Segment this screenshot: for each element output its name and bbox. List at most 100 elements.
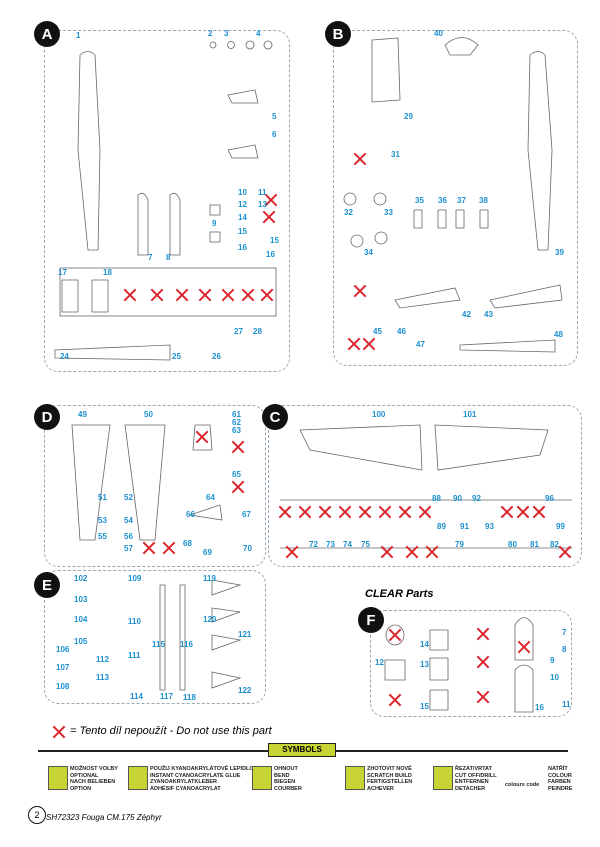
not-used-mark	[425, 545, 439, 559]
part-number: 114	[130, 692, 143, 701]
part-number: 25	[172, 352, 181, 361]
part-number: 45	[373, 327, 382, 336]
sprue-c-badge: C	[262, 404, 288, 430]
part-number: 49	[78, 410, 87, 419]
not-used-mark	[558, 545, 572, 559]
part-number: 12	[375, 658, 384, 667]
part-number: 31	[391, 150, 400, 159]
part-number: 8	[166, 253, 171, 262]
part-number: 18	[103, 268, 112, 277]
long-panel-48	[459, 339, 556, 353]
not-used-mark	[231, 440, 245, 454]
not-used-mark	[405, 545, 419, 559]
not-used-mark	[150, 288, 164, 302]
part-number: 12	[238, 200, 247, 209]
not-used-mark	[358, 505, 372, 519]
not-used-mark	[500, 505, 514, 519]
part-number: 8	[562, 645, 567, 654]
part-number: 50	[144, 410, 153, 419]
part-number: 11	[562, 700, 571, 709]
part-number: 56	[124, 532, 133, 541]
long-panel	[54, 344, 171, 361]
part-number: 93	[485, 522, 494, 531]
part-number: 101	[463, 410, 477, 419]
part-number: 16	[266, 250, 275, 259]
not-used-mark	[362, 337, 376, 351]
part-number: 61	[232, 410, 241, 419]
not-used-mark	[262, 210, 276, 224]
not-used-mark	[221, 288, 235, 302]
footer-title: SH72323 Fouga CM.175 Zéphyr	[46, 813, 162, 822]
part-number: 15	[420, 702, 429, 711]
part-number: 14	[420, 640, 429, 649]
part-number: 79	[455, 540, 464, 549]
part-number: 74	[343, 540, 352, 549]
not-used-mark	[398, 505, 412, 519]
legend-x-icon	[52, 725, 66, 739]
part-number: 7	[148, 253, 153, 262]
part-number: 40	[434, 29, 443, 38]
part-number: 113	[96, 673, 109, 682]
fuselage-half-right	[527, 51, 553, 251]
part-number: 66	[186, 510, 195, 519]
part-number: 118	[183, 693, 196, 702]
part-number: 106	[56, 645, 70, 654]
sprue-d-frame	[44, 405, 266, 567]
part-number: 105	[74, 637, 88, 646]
part-number: 6	[272, 130, 277, 139]
not-used-mark	[231, 480, 245, 494]
not-used-mark	[517, 640, 531, 654]
not-used-mark	[198, 288, 212, 302]
part-number: 28	[253, 327, 262, 336]
not-used-mark	[338, 505, 352, 519]
not-used-mark	[418, 505, 432, 519]
canopy-frame-part	[169, 192, 181, 256]
part-number: 115	[152, 640, 165, 649]
part-number: 5	[272, 112, 277, 121]
part-number: 54	[124, 516, 133, 525]
part-number: 26	[212, 352, 221, 361]
engine-nose	[371, 37, 401, 103]
part-number: 51	[98, 493, 107, 502]
part-number: 70	[243, 544, 252, 553]
not-used-mark	[142, 541, 156, 555]
part-number: 48	[554, 330, 563, 339]
wing-100	[299, 424, 423, 471]
part-number: 68	[183, 539, 192, 548]
part-number: 27	[234, 327, 243, 336]
part-number: 73	[326, 540, 335, 549]
part-number: 13	[420, 660, 429, 669]
symbol-glue: POUŽIJ KYANOAKRYLÁTOVÉ LEPIDLO INSTANT C…	[150, 766, 254, 792]
part-number: 39	[555, 248, 564, 257]
part-number: 89	[437, 522, 446, 531]
part-number: 38	[479, 196, 488, 205]
sprue-d-badge: D	[34, 404, 60, 430]
part-number: 90	[453, 494, 462, 503]
part-number: 80	[508, 540, 517, 549]
not-used-mark	[476, 690, 490, 704]
part-number: 46	[397, 327, 406, 336]
part-number: 110	[128, 617, 141, 626]
symbol-optional: MOŽNOST VOLBY OPTIONAL NACH BELIEBEN OPT…	[70, 766, 118, 792]
sprue-b-badge: B	[325, 21, 351, 47]
part-number: 2	[208, 29, 213, 38]
part-number: 103	[74, 595, 88, 604]
part-number: 37	[457, 196, 466, 205]
canopy-40	[444, 37, 479, 56]
part-number: 17	[58, 268, 67, 277]
optional-icon	[48, 766, 68, 790]
part-number: 33	[384, 208, 393, 217]
bend-icon	[252, 766, 272, 790]
part-number: 4	[256, 29, 261, 38]
part-number: 57	[124, 544, 133, 553]
wing-root-43	[489, 284, 563, 309]
part-number: 34	[364, 248, 373, 257]
legend-text: = Tento díl nepoužít - Do not use this p…	[70, 725, 272, 737]
part-number: 16	[535, 703, 544, 712]
part-number: 1	[76, 31, 81, 40]
